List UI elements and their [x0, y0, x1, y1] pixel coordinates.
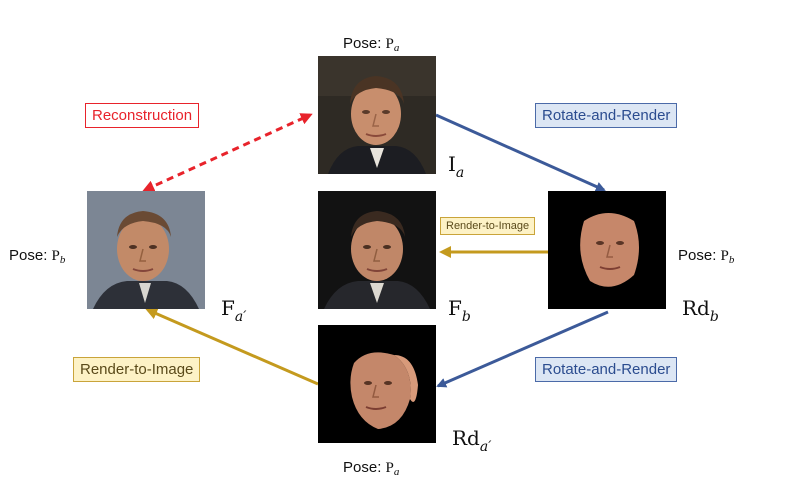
reconstruction-arrow	[142, 113, 313, 192]
pose-letter: P	[385, 460, 394, 476]
node-label-fa-prime: Fa′	[221, 296, 246, 325]
node-label-rda-prime: Rda′	[452, 426, 491, 455]
face-image-rdb	[548, 191, 666, 309]
node-base: Rd	[682, 296, 710, 320]
face-image-fb	[318, 191, 436, 309]
node-label-ia: Ia	[448, 152, 464, 181]
node-label-rdb: Rdb	[682, 296, 719, 325]
node-base: F	[448, 296, 462, 320]
face-image-rda-prime	[318, 325, 436, 443]
render-to-image-tag-bottom: Render-to-Image	[73, 357, 201, 382]
face-image-fa-prime	[87, 191, 205, 309]
render-to-image-bottom-arrow	[145, 308, 319, 386]
node-subscript: a	[455, 165, 465, 181]
node-base: F	[221, 296, 235, 320]
pose-prefix: Pose:	[343, 459, 386, 476]
node-base: Rd	[452, 426, 480, 450]
pose-label-right: Pose: Pb	[678, 247, 734, 266]
node-base: I	[448, 152, 456, 176]
pose-letter: P	[51, 248, 60, 264]
pose-label-bottom: Pose: Pa	[343, 459, 399, 478]
pose-prefix: Pose:	[678, 247, 721, 264]
pose-subscript: b	[59, 254, 66, 266]
pose-label-left: Pose: Pb	[9, 247, 65, 266]
pose-subscript: a	[393, 466, 400, 478]
rotate-render-top-arrow	[435, 113, 606, 192]
pose-letter: P	[720, 248, 729, 264]
rotate-and-render-tag-bottom: Rotate-and-Render	[535, 357, 678, 382]
node-subscript: a′	[479, 439, 492, 455]
pose-subscript: b	[728, 254, 735, 266]
pose-prefix: Pose:	[343, 35, 386, 52]
node-subscript: b	[461, 309, 471, 325]
node-subscript: a′	[234, 309, 247, 325]
node-subscript: b	[709, 309, 719, 325]
pose-subscript: a	[393, 42, 400, 54]
render-to-image-tag-mid: Render-to-Image	[440, 217, 536, 235]
rotate-and-render-tag-top: Rotate-and-Render	[535, 103, 678, 128]
node-label-fb: Fb	[448, 296, 471, 325]
face-image-ia	[318, 56, 436, 174]
pose-label-top: Pose: Pa	[343, 35, 399, 54]
pose-letter: P	[385, 36, 394, 52]
pose-prefix: Pose:	[9, 247, 52, 264]
rotate-render-bottom-arrow	[436, 310, 609, 388]
reconstruction-tag: Reconstruction	[85, 103, 200, 128]
